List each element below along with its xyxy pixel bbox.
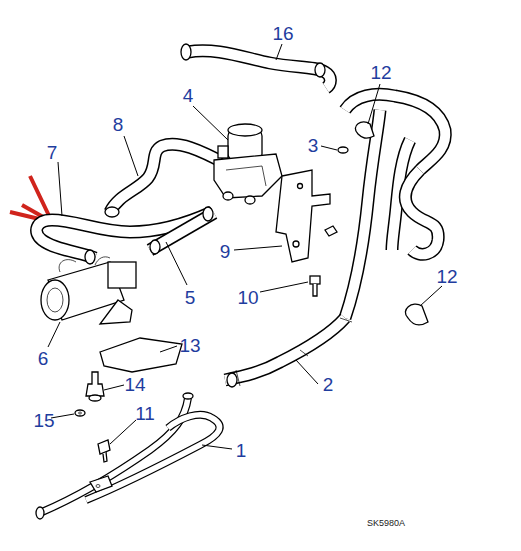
pipe bbox=[36, 393, 220, 519]
callout-number: 10 bbox=[237, 288, 258, 307]
callout-number: 11 bbox=[135, 404, 155, 423]
callout-number: 16 bbox=[272, 24, 293, 43]
pump-bracket bbox=[100, 338, 182, 372]
retaining-clip bbox=[355, 122, 428, 325]
callout-number: 15 bbox=[33, 411, 54, 430]
water-pump bbox=[41, 257, 136, 324]
callout-number: 6 bbox=[38, 349, 49, 368]
fasteners bbox=[75, 372, 110, 462]
callout-number: 13 bbox=[179, 336, 200, 355]
callout-number: 7 bbox=[47, 143, 58, 162]
hose bbox=[37, 51, 446, 386]
callout-number: 2 bbox=[323, 375, 334, 394]
bolt bbox=[310, 276, 320, 296]
callout-number: 1 bbox=[236, 441, 247, 460]
callout-number: 5 bbox=[185, 288, 196, 307]
callout-number: 12 bbox=[436, 267, 457, 286]
leader-line bbox=[48, 44, 442, 449]
callout-number: 4 bbox=[183, 86, 194, 105]
mounting-bracket bbox=[276, 170, 337, 262]
callout-number: 3 bbox=[308, 136, 319, 155]
callout-number: 8 bbox=[113, 115, 124, 134]
o-ring bbox=[338, 147, 348, 153]
callout-number: 9 bbox=[220, 242, 231, 261]
callout-number: 12 bbox=[370, 63, 391, 82]
callout-number: 14 bbox=[124, 375, 145, 394]
drawing-code: SK5980A bbox=[367, 519, 405, 528]
